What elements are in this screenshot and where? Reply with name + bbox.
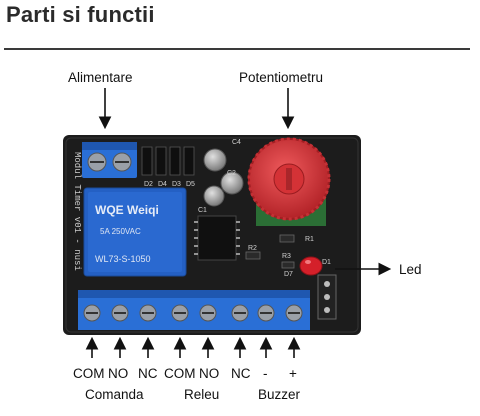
silk-d1: D1 <box>322 259 331 266</box>
silk-d3: D3 <box>172 181 181 188</box>
silk-d4: D4 <box>158 181 167 188</box>
group-label-relay: Releu <box>184 387 220 402</box>
terminal-label-minus: - <box>263 366 268 381</box>
terminal-label-com1: COM <box>73 366 105 381</box>
board-side-label: Modul Timer v01 - nusi <box>72 152 82 271</box>
title-divider <box>4 48 470 50</box>
relay-spec: 5A 250VAC <box>100 227 141 236</box>
led <box>299 256 323 276</box>
silk-r1: R1 <box>305 236 314 243</box>
label-led: Led <box>399 262 422 277</box>
silk-d7: D7 <box>284 271 293 278</box>
diode-row <box>141 146 195 176</box>
ic-chip <box>194 215 240 261</box>
silk-r3: R3 <box>282 253 291 260</box>
relay: WQE Weiqi 5A 250VAC WL73-S-1050 <box>83 187 187 277</box>
silk-d2: D2 <box>144 181 153 188</box>
relay-model: WL73-S-1050 <box>95 254 151 264</box>
silk-d5: D5 <box>186 181 195 188</box>
silk-c1: C1 <box>198 207 207 214</box>
terminal-label-nc1: NC <box>138 366 158 381</box>
potentiometer <box>247 137 331 226</box>
group-label-command: Comanda <box>85 387 144 402</box>
silk-r2: R2 <box>248 245 257 252</box>
terminal-label-com2: COM <box>164 366 196 381</box>
label-potentiometer: Potentiometru <box>239 70 324 85</box>
terminal-label-no2: NO <box>199 366 220 381</box>
group-label-buzzer: Buzzer <box>258 387 301 402</box>
silk-c2: C2 <box>227 170 236 177</box>
pin-header <box>317 274 337 320</box>
terminal-label-plus: + <box>289 366 297 381</box>
terminal-label-nc2: NC <box>231 366 251 381</box>
capacitors: C4 C2 C1 <box>198 139 244 214</box>
relay-brand: WQE Weiqi <box>95 203 159 217</box>
power-terminal-block <box>82 142 137 178</box>
page-title: Parti si functii <box>6 2 155 27</box>
label-power: Alimentare <box>68 70 133 85</box>
resistors <box>245 234 295 269</box>
terminal-label-no1: NO <box>108 366 129 381</box>
silk-c4: C4 <box>232 139 241 146</box>
